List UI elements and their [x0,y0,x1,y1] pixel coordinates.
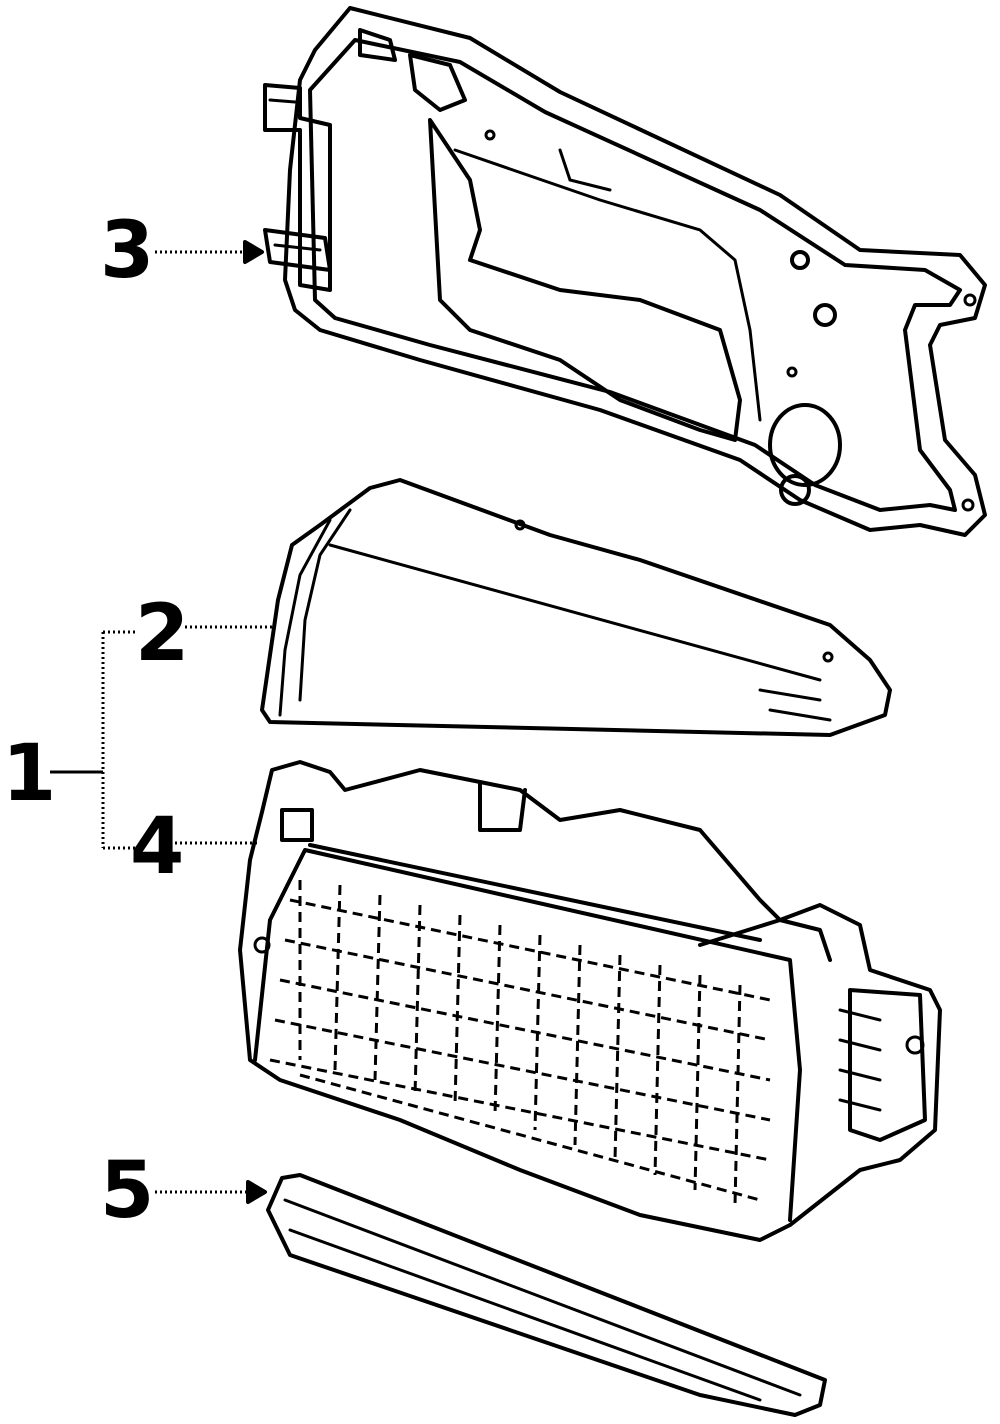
callout-1: 1 [2,729,57,819]
lower-filler-strip [266,1173,827,1417]
callout-4: 4 [130,802,185,892]
headlamp-trim-panel [260,478,892,737]
callout-3: 3 [100,206,155,296]
callout-5: 5 [100,1146,155,1236]
callout-2: 2 [135,589,190,679]
mounting-panel [263,6,987,537]
leader-lines [50,240,275,1204]
headlamp-lens-housing [238,760,942,1242]
